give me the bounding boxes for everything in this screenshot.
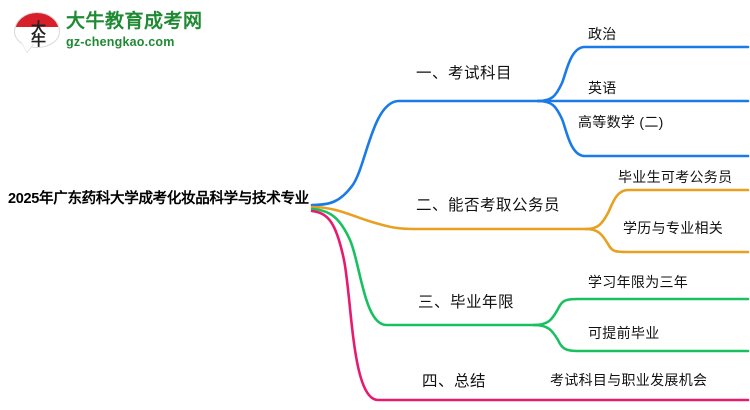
branch-4-trunk	[310, 209, 750, 402]
logo-bubble-icon: 大 牛	[12, 10, 62, 54]
bubble-char-2: 牛	[30, 33, 46, 48]
branch-4-wires	[310, 209, 750, 402]
branch-label-graduation-term[interactable]: 三、毕业年限	[418, 294, 515, 311]
site-logo: 大 牛 大牛教育成考网 gz-chengkao.com	[12, 8, 202, 56]
leaf-english[interactable]: 英语	[588, 80, 617, 96]
branch-2-trunk	[310, 205, 588, 231]
bubble-char-1: 大	[30, 20, 46, 37]
branch-2-child-2-wire	[584, 227, 750, 254]
leaf-politics[interactable]: 政治	[588, 26, 617, 42]
branch-label-civil-service[interactable]: 二、能否考取公务员	[416, 197, 561, 214]
leaf-early-graduation[interactable]: 可提前毕业	[588, 325, 660, 341]
leaf-subjects-and-career[interactable]: 考试科目与职业发展机会	[550, 372, 708, 388]
root-node[interactable]: 2025年广东药科大学成考化妆品科学与技术专业	[8, 191, 309, 207]
bubble-top-band	[15, 13, 59, 27]
branch-3-trunk	[310, 207, 536, 327]
logo-wordmark: 大牛教育成考网 gz-chengkao.com	[66, 10, 203, 51]
branch-3-child-1-wire	[532, 297, 750, 327]
bubble-shape: 大 牛	[14, 12, 60, 48]
leaf-three-year-term[interactable]: 学习年限为三年	[588, 274, 689, 290]
branch-2-child-1-wire	[584, 188, 750, 231]
bubble-characters: 大 牛	[15, 20, 59, 48]
logo-title: 大牛教育成考网	[66, 11, 203, 32]
branch-1-child-3-wire	[536, 99, 750, 158]
branch-3-child-2-wire	[532, 323, 750, 353]
branch-3-wires	[310, 207, 750, 353]
branch-label-summary[interactable]: 四、总结	[422, 373, 487, 390]
branch-1-child-1-wire	[536, 45, 750, 103]
branch-1-trunk	[310, 99, 540, 207]
bubble-tail-icon	[22, 43, 34, 52]
branch-label-exam-subjects[interactable]: 一、考试科目	[416, 65, 513, 82]
leaf-degree-major-relevance[interactable]: 学历与专业相关	[623, 220, 724, 236]
leaf-graduates-eligible[interactable]: 毕业生可考公务员	[618, 169, 733, 185]
branch-2-wires	[310, 188, 750, 254]
branch-1-wires	[310, 45, 750, 207]
logo-domain: gz-chengkao.com	[66, 35, 175, 49]
leaf-advanced-math-2[interactable]: 高等数学 (二)	[578, 114, 664, 130]
